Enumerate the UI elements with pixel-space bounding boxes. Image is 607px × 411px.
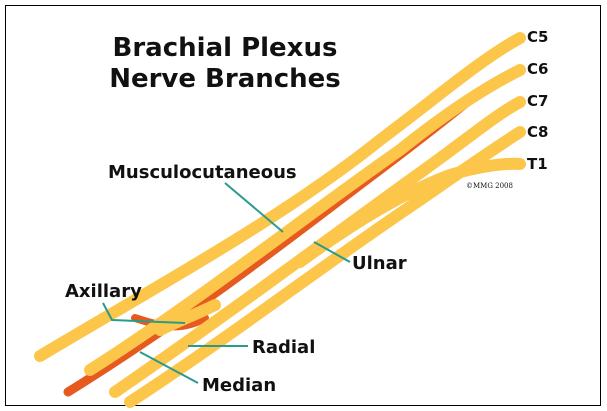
root-label-t1: T1 [527,155,548,173]
copyright-text: ©MMG 2008 [466,182,513,190]
title-line-1: Brachial Plexus [113,33,338,63]
root-label-c8: C8 [527,123,548,141]
label-radial: Radial [252,337,315,358]
root-label-c5: C5 [527,28,548,46]
root-label-c6: C6 [527,60,548,78]
title-line-2: Nerve Branches [109,64,341,94]
root-label-c7: C7 [527,92,548,110]
label-ulnar: Ulnar [352,253,407,274]
nerve-c6 [90,70,520,370]
label-median: Median [202,375,276,396]
label-musculocutaneous: Musculocutaneous [108,162,297,183]
label-axillary: Axillary [65,281,142,302]
